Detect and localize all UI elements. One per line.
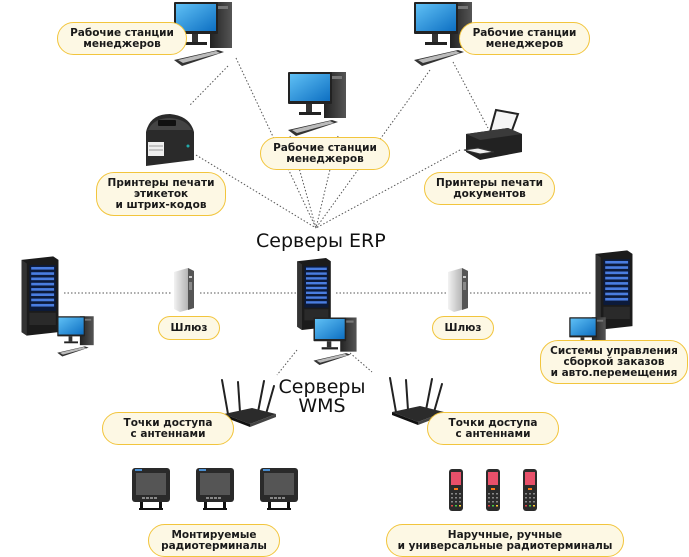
vehicle-terminal-icon [258,466,300,512]
gateway-left [172,268,196,312]
desktop-computer-icon [286,70,356,140]
label-gateway-left: Шлюз [158,316,220,340]
wms-servers-title: Серверы WMS [278,376,366,417]
label-workstations-right: Рабочие станции менеджеров [459,22,590,55]
desktop-computer-icon [56,315,100,359]
link-ws-right-erp [315,69,431,229]
label-printer [140,110,196,172]
label-mounted-terminals: Монтируемые радиотерминалы [148,524,280,557]
link-erp-router-left [276,349,298,376]
label-handheld-terminals: Наручные, ручные и универсальные радиоте… [386,524,624,557]
gateway-right [446,268,470,312]
link-ws-left-printer [189,65,229,106]
handheld-scanner-icon [448,468,464,512]
handheld-terminal [448,468,464,512]
tower-pc-icon [172,268,196,312]
mounted-terminal [194,466,236,512]
inkjet-printer-icon [463,108,522,160]
link-labelprinter-erp [195,154,317,229]
desktop-computer-icon [312,316,364,368]
label-access-points-left: Точки доступа с антеннами [102,412,234,445]
label-gateway-right: Шлюз [432,316,494,340]
remote-workstation-left [56,315,100,359]
handheld-terminal [522,468,538,512]
link-erp-router-right [349,352,373,373]
label-access-points-right: Точки доступа с антеннами [427,412,559,445]
erp-workstation [312,316,364,368]
label-workstations-left: Рабочие станции менеджеров [57,22,187,55]
vehicle-terminal-icon [130,466,172,512]
document-printer [462,108,524,162]
handheld-terminal [485,468,501,512]
mounted-terminal [130,466,172,512]
handheld-scanner-icon [485,468,501,512]
label-workstations-center: Рабочие станции менеджеров [260,137,390,170]
tower-pc-icon [446,268,470,312]
label-label-printers: Принтеры печати этикеток и штрих-кодов [96,172,226,216]
erp-servers-title: Серверы ERP [256,230,386,252]
link-docprinter-erp [315,149,461,229]
handheld-scanner-icon [522,468,538,512]
vehicle-terminal-icon [194,466,236,512]
mounted-terminal [258,466,300,512]
workstation-center [286,70,356,140]
label-printer-icon [146,114,194,166]
label-warehouse-systems: Системы управления сборкой заказов и авт… [540,340,688,384]
label-document-printers: Принтеры печати документов [424,172,555,205]
